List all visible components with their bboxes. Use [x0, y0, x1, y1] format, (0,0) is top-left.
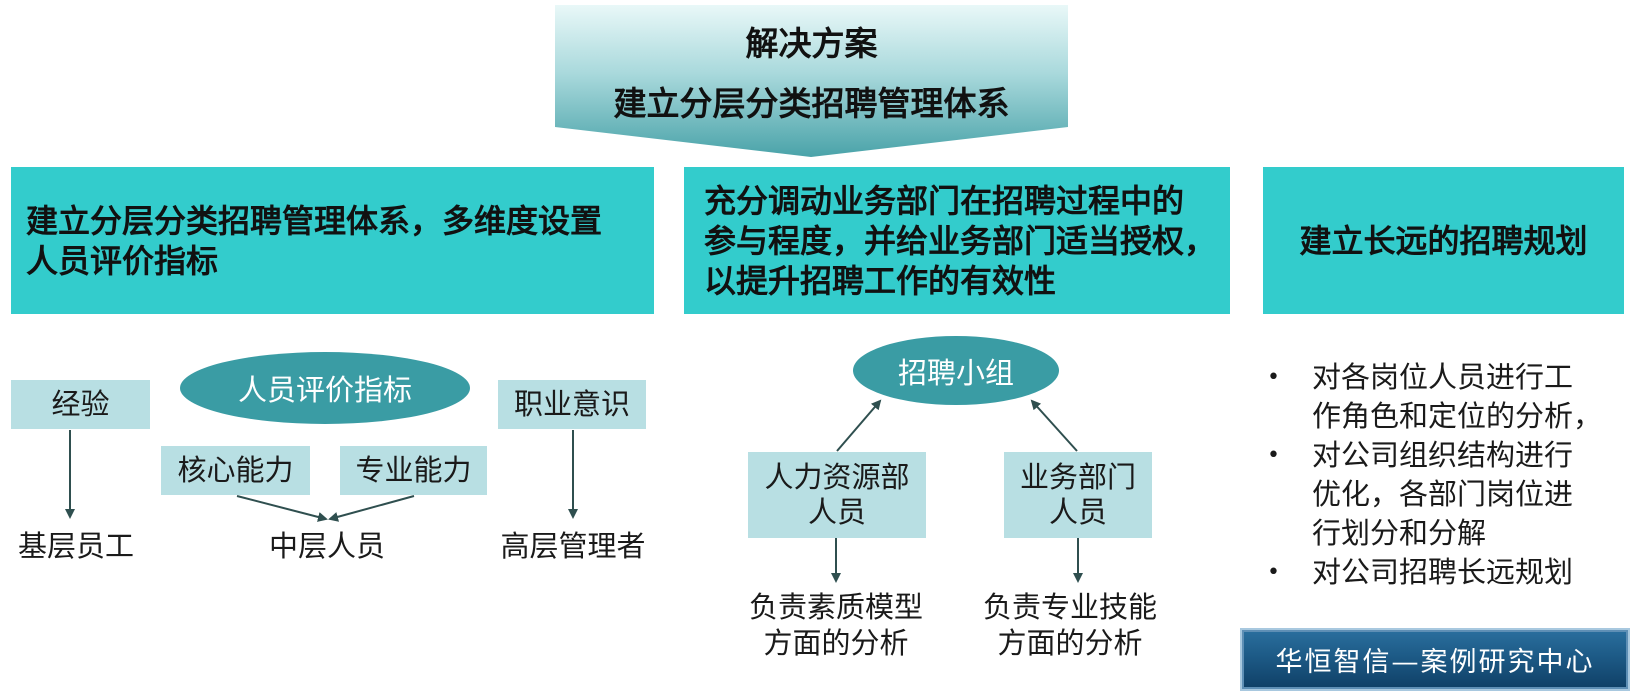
- arrow-business-to-group: [1030, 399, 1078, 452]
- box-label: 人员: [1048, 495, 1107, 529]
- box-label: 经验: [51, 387, 110, 421]
- box-label: 核心能力: [177, 453, 294, 487]
- header-line: 建立长远的招聘规划: [1299, 221, 1588, 260]
- list-item-text: 作角色和定位的分析，: [1312, 399, 1603, 433]
- planning-list: • 对各岗位人员进行工 作角色和定位的分析， • 对公司组织结构进行 优化，各部…: [1262, 358, 1622, 592]
- banner-title: 解决方案: [745, 24, 878, 63]
- logo-text: 华恒智信—案例研究中心: [1275, 647, 1595, 678]
- list-item-text: 行划分和分解: [1312, 516, 1487, 550]
- label-senior-manager: 高层管理者: [493, 528, 653, 564]
- bullet-icon: •: [1267, 365, 1280, 390]
- list-item-text: 对公司组织结构进行: [1312, 438, 1574, 472]
- list-item: • 对公司组织结构进行 优化，各部门岗位进 行划分和分解: [1262, 436, 1622, 553]
- list-item: • 对各岗位人员进行工 作角色和定位的分析，: [1262, 358, 1622, 436]
- box-label: 业务部门: [1019, 460, 1136, 494]
- label-middle-staff: 中层人员: [262, 528, 392, 564]
- bullet-icon: •: [1267, 443, 1280, 468]
- label-text: 负责专业技能: [982, 590, 1157, 624]
- bullet-icon: •: [1267, 560, 1280, 585]
- ellipse-label: 招聘小组: [897, 355, 1014, 390]
- box-professional-ability: 专业能力: [340, 446, 487, 495]
- ellipse-label: 人员评价指标: [237, 373, 412, 407]
- arrow-hr-to-group: [836, 399, 882, 452]
- arrow-professional-to-middle: [328, 495, 415, 522]
- arrow-core-to-middle: [236, 495, 328, 522]
- list-item-text: 对各岗位人员进行工: [1312, 360, 1574, 394]
- label-text: 基层员工: [17, 529, 134, 563]
- header-line: 建立分层分类招聘管理体系，多维度设置: [26, 201, 603, 240]
- label-text: 高层管理者: [500, 529, 646, 563]
- header-line: 人员评价指标: [26, 241, 219, 280]
- box-career-awareness: 职业意识: [498, 380, 646, 429]
- box-label: 专业能力: [355, 453, 472, 487]
- ellipse-evaluation-indicators: 人员评价指标: [180, 352, 470, 424]
- header-business-participation: 充分调动业务部门在招聘过程中的 参与程度，并给业务部门适当授权， 以提升招聘工作…: [684, 167, 1230, 314]
- banner-subtitle: 建立分层分类招聘管理体系: [613, 84, 1010, 123]
- header-line: 以提升招聘工作的有效性: [704, 261, 1057, 300]
- box-label: 人员: [807, 495, 866, 529]
- list-item-text: 对公司招聘长远规划: [1312, 555, 1574, 589]
- box-hr-staff: 人力资源部 人员: [748, 452, 926, 538]
- box-label: 人力资源部: [764, 460, 910, 494]
- label-base-staff: 基层员工: [11, 528, 141, 564]
- label-text: 中层人员: [268, 529, 385, 563]
- company-logo: 华恒智信—案例研究中心: [1240, 628, 1630, 691]
- label-hr-duty: 负责素质模型 方面的分析: [736, 589, 936, 661]
- list-item-text: 优化，各部门岗位进: [1312, 477, 1574, 511]
- box-core-ability: 核心能力: [161, 446, 310, 495]
- box-business-staff: 业务部门 人员: [1004, 452, 1152, 538]
- list-item: • 对公司招聘长远规划: [1262, 553, 1622, 592]
- banner-shape: [555, 5, 1068, 157]
- header-line: 参与程度，并给业务部门适当授权，: [704, 221, 1217, 260]
- header-line: 充分调动业务部门在招聘过程中的: [704, 181, 1185, 220]
- box-label: 职业意识: [513, 387, 630, 421]
- label-text: 方面的分析: [997, 626, 1143, 660]
- label-business-duty: 负责专业技能 方面的分析: [970, 589, 1170, 661]
- box-experience: 经验: [11, 380, 150, 429]
- solution-banner: 解决方案 建立分层分类招聘管理体系: [555, 5, 1068, 157]
- label-text: 方面的分析: [763, 626, 909, 660]
- header-evaluation-system: 建立分层分类招聘管理体系，多维度设置 人员评价指标: [11, 167, 654, 314]
- header-long-term-planning: 建立长远的招聘规划: [1263, 167, 1624, 314]
- ellipse-recruitment-group: 招聘小组: [853, 336, 1059, 405]
- label-text: 负责素质模型: [748, 590, 923, 624]
